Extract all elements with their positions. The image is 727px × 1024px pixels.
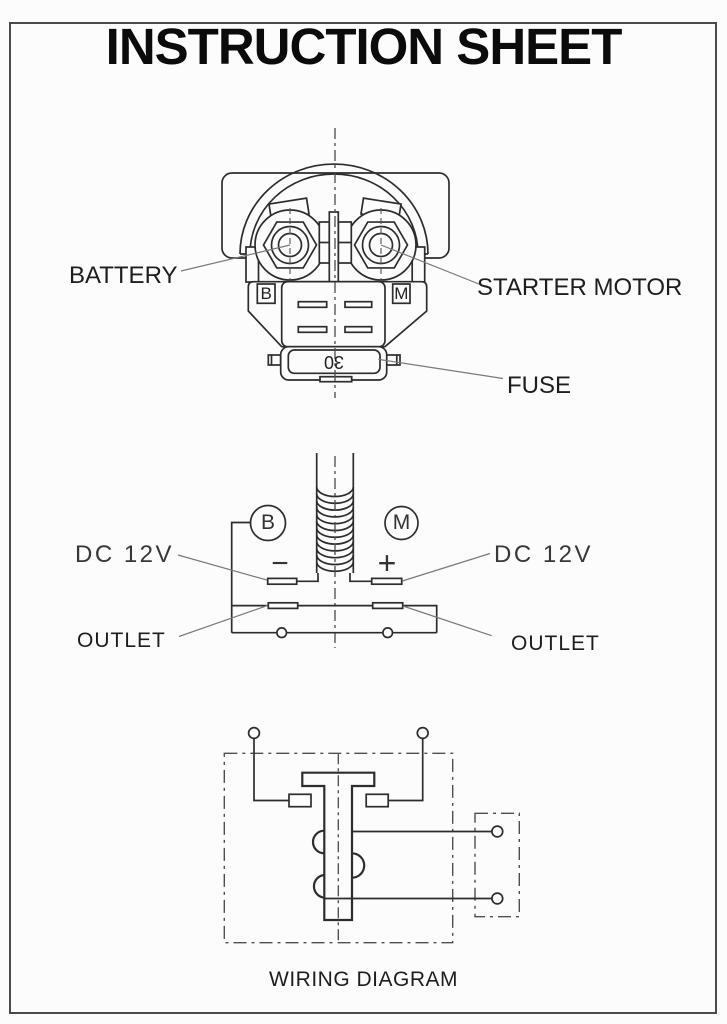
wiring-diagram-caption: WIRING DIAGRAM (269, 968, 458, 991)
coil-lead-terminal-left (288, 793, 312, 808)
starter-motor-leader-line (380, 244, 490, 289)
terminal-b-box-label: B (260, 284, 272, 303)
top-view-solenoid-drawing (180, 128, 504, 398)
dc-right-leader-line (402, 552, 491, 582)
connector-pin (344, 300, 373, 309)
terminal-m-circle-label: M (392, 511, 411, 534)
terminal-m-box (391, 283, 411, 305)
fuse-label: FUSE (507, 372, 572, 399)
fuse-tab-left (267, 354, 282, 366)
dc-left-leader-line (177, 554, 267, 581)
outlet-right-label: OUTLET (511, 632, 600, 655)
fuse-tab-bottom (319, 375, 353, 383)
starter-motor-label: STARTER MOTOR (477, 274, 683, 301)
dc-terminal-negative (266, 577, 298, 586)
input-terminal-right (416, 726, 429, 740)
input-terminal-left (247, 726, 261, 740)
page-title: INSTRUCTION SHEET (105, 18, 623, 75)
outlet-boundary-box (474, 812, 520, 918)
battery-leader-line (180, 244, 291, 272)
outlet-right-leader-line (402, 605, 492, 637)
connector-pin (297, 325, 328, 334)
polarity-positive-sign: + (377, 545, 397, 581)
dome-inner-arc (249, 173, 419, 255)
dc-12v-left-label: DC 12V (75, 541, 175, 568)
fuse-leader-line (378, 358, 504, 380)
outlet-left-label: OUTLET (77, 629, 166, 652)
connector-pin (297, 300, 328, 309)
connector-block (280, 280, 386, 348)
wiring-wires (253, 738, 492, 900)
fuse-rating-label: 30 (323, 352, 345, 372)
output-terminal-bottom (491, 892, 504, 905)
terminal-m-box-label: M (394, 284, 409, 303)
outlet-contact-left (276, 627, 288, 639)
outlet-terminal-left (267, 601, 299, 610)
dc-terminal-positive (370, 577, 403, 586)
outlet-terminal-right (371, 601, 404, 610)
outlet-left-leader-line (178, 604, 268, 638)
dc-12v-right-label: DC 12V (494, 541, 594, 568)
polarity-negative-sign: − (271, 547, 289, 580)
side-view-solenoid-drawing (177, 453, 492, 648)
connector-pin (344, 325, 373, 334)
terminal-b-circle-label: B (260, 511, 275, 534)
dome-outer-arc (239, 163, 429, 255)
wiring-diagram-drawing (223, 726, 520, 944)
wiring-coil (311, 829, 366, 899)
center-stem (318, 211, 353, 291)
fuse-tab-right (385, 354, 401, 366)
coil-lead-terminal-right (365, 793, 390, 808)
page-border (9, 22, 717, 1014)
battery-label: BATTERY (69, 262, 178, 289)
circuit-wires (230, 521, 438, 634)
output-terminal-top (491, 825, 504, 838)
fuse (287, 349, 381, 375)
terminal-b-box (256, 283, 276, 305)
fuse-holder (267, 345, 401, 383)
terminal-m-circle (384, 505, 419, 541)
outlet-contact-right (382, 627, 394, 639)
